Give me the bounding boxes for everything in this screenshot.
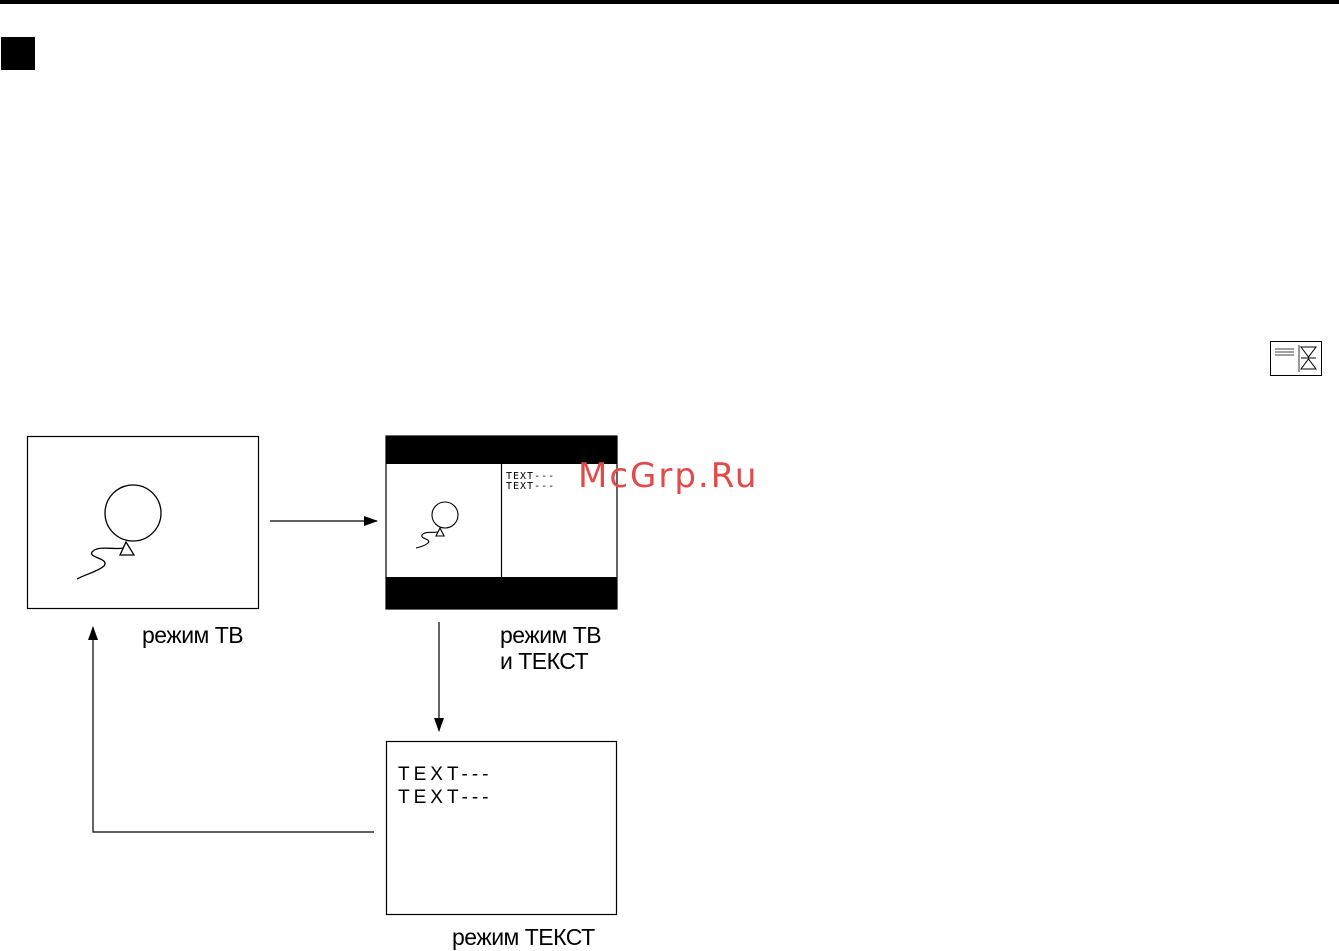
watermark: McGrp.Ru: [578, 456, 758, 496]
mixed-text-line-2: TEXT---: [506, 481, 555, 492]
tv-mode-label: режим ТВ: [142, 622, 243, 648]
text-mode-label: режим ТЕКСТ: [452, 924, 595, 950]
text-line-1: TEXT---: [398, 764, 493, 786]
text-line-2: TEXT---: [398, 787, 493, 809]
tv-mode-screen: [28, 437, 259, 609]
tv-text-mode-label-line2: и ТЕКСТ: [500, 648, 588, 674]
tv-text-mode-label-line1: режим ТВ: [500, 622, 601, 648]
arrow-text-to-tv: [93, 627, 374, 832]
